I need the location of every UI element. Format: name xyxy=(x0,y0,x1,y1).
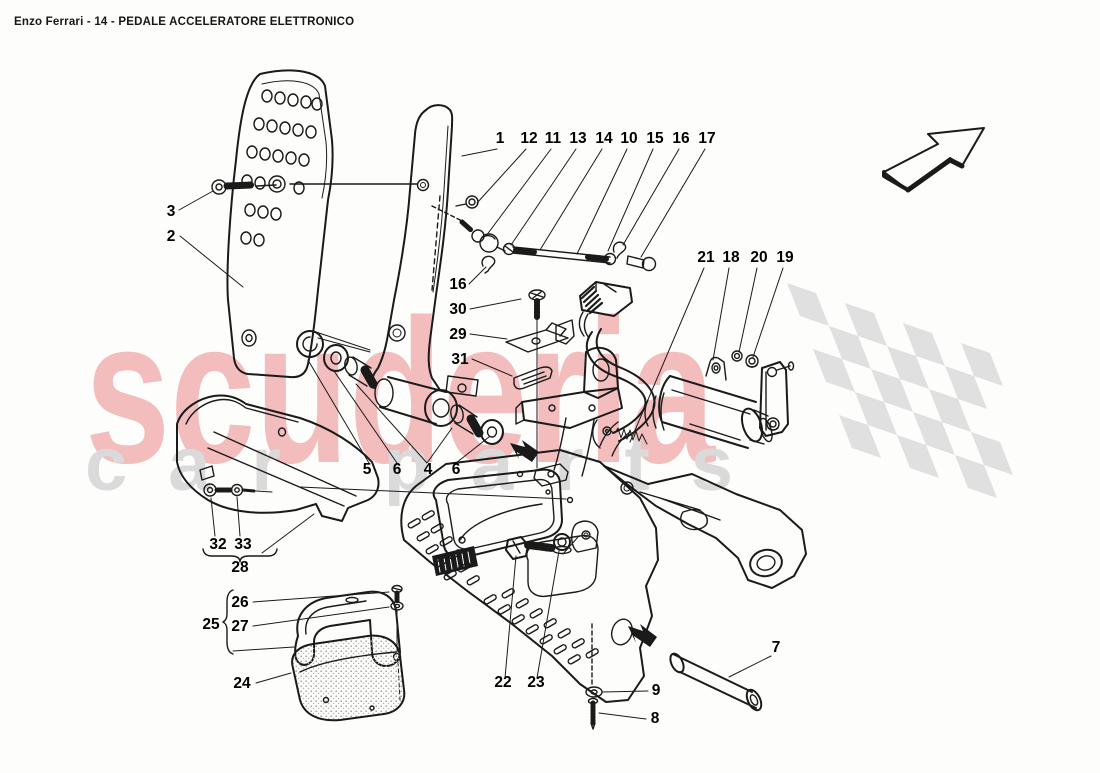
callout-6a: 6 xyxy=(393,461,402,478)
retainer-clip-part12 xyxy=(455,195,479,209)
bushing-part4-left xyxy=(344,356,378,389)
insert-arrow-icon-2 xyxy=(510,440,539,462)
callout-25: 25 xyxy=(202,616,220,633)
callout-7: 7 xyxy=(772,639,781,656)
bushing-part4-right xyxy=(450,404,484,438)
callout-32: 32 xyxy=(209,536,226,553)
callout-19: 19 xyxy=(776,249,794,266)
washer-part9 xyxy=(585,686,603,698)
callout-13: 13 xyxy=(569,130,587,147)
callout-28: 28 xyxy=(231,559,249,576)
link-plate xyxy=(759,361,789,437)
tie-rod-assembly xyxy=(431,205,657,274)
callout-18: 18 xyxy=(722,249,740,266)
checkered-flag xyxy=(787,283,1013,498)
callout-9: 9 xyxy=(652,682,661,699)
leader-lines xyxy=(178,148,784,720)
bolt-part22 xyxy=(505,536,529,560)
nut-part15 xyxy=(603,252,617,266)
foam-pad-part24 xyxy=(291,634,406,722)
hook-clip-part16-lower xyxy=(481,255,496,274)
callout-33: 33 xyxy=(234,536,252,553)
callout-20: 20 xyxy=(750,249,767,266)
pedal-arm-part1 xyxy=(370,104,479,427)
callout-24: 24 xyxy=(233,675,251,692)
axis-line xyxy=(299,486,567,500)
spring xyxy=(609,427,648,445)
callout-10: 10 xyxy=(620,130,637,147)
bracket-stack xyxy=(505,289,623,469)
clip-part31 xyxy=(513,366,553,390)
callout-16: 16 xyxy=(672,130,690,147)
bolt-nut-22-23 xyxy=(505,533,579,560)
plate-part29 xyxy=(505,329,569,353)
callout-27: 27 xyxy=(231,618,248,635)
roller-pin-part7 xyxy=(669,652,763,712)
callout-16b: 16 xyxy=(449,276,467,293)
callout-1: 1 xyxy=(496,130,505,147)
pedestal-mount xyxy=(533,463,569,487)
actuator-motor-part18 xyxy=(658,350,795,449)
callout-30: 30 xyxy=(449,301,466,318)
callout-6b: 6 xyxy=(452,461,461,478)
callout-22: 22 xyxy=(494,674,511,691)
callout-2: 2 xyxy=(167,228,176,245)
cover-panel-part28 xyxy=(176,394,380,522)
callout-21: 21 xyxy=(697,249,715,266)
callout-5: 5 xyxy=(363,461,372,478)
callout-8: 8 xyxy=(651,710,660,727)
washer-part27 xyxy=(390,601,404,611)
callout-17: 17 xyxy=(698,130,715,147)
hook-clip-part16-upper xyxy=(612,241,627,259)
drawing xyxy=(176,69,985,730)
page-title: Enzo Ferrari - 14 - PEDALE ACCELERATORE … xyxy=(14,16,355,28)
callout-26: 26 xyxy=(231,594,249,611)
pedal-pad-part2 xyxy=(226,69,334,379)
axis-dot xyxy=(566,496,574,504)
ball-joint-part11 xyxy=(479,233,499,253)
callout-3: 3 xyxy=(167,203,176,220)
callout-11: 11 xyxy=(545,130,562,147)
vent-slots xyxy=(407,510,599,665)
base-casting xyxy=(400,449,807,703)
callout-23: 23 xyxy=(527,674,545,691)
callout-12: 12 xyxy=(520,130,537,147)
callout-4: 4 xyxy=(424,461,433,478)
direction-arrow-icon xyxy=(882,127,985,193)
callout-31: 31 xyxy=(451,351,469,368)
washer-part6-right xyxy=(480,419,504,445)
pivot-bushings xyxy=(296,330,504,445)
support-bracket xyxy=(583,346,619,399)
screw-washer-8-9 xyxy=(585,686,603,730)
pad-screw-part3 xyxy=(211,179,418,195)
heel-support-group xyxy=(291,584,406,722)
callouts: 1 12 11 13 14 10 15 16 17 21 18 20 19 3 … xyxy=(167,130,794,727)
callout-14: 14 xyxy=(595,130,613,147)
washer-part20 xyxy=(731,350,743,362)
watermark-layer: scuderia car parts xyxy=(85,277,733,507)
cover-screws-32-33 xyxy=(203,483,273,497)
nut-part23 xyxy=(553,533,571,551)
insert-arrow-icon xyxy=(628,624,657,647)
callout-15: 15 xyxy=(646,130,664,147)
callout-29: 29 xyxy=(449,326,467,343)
rod-end-part17 xyxy=(626,255,645,269)
